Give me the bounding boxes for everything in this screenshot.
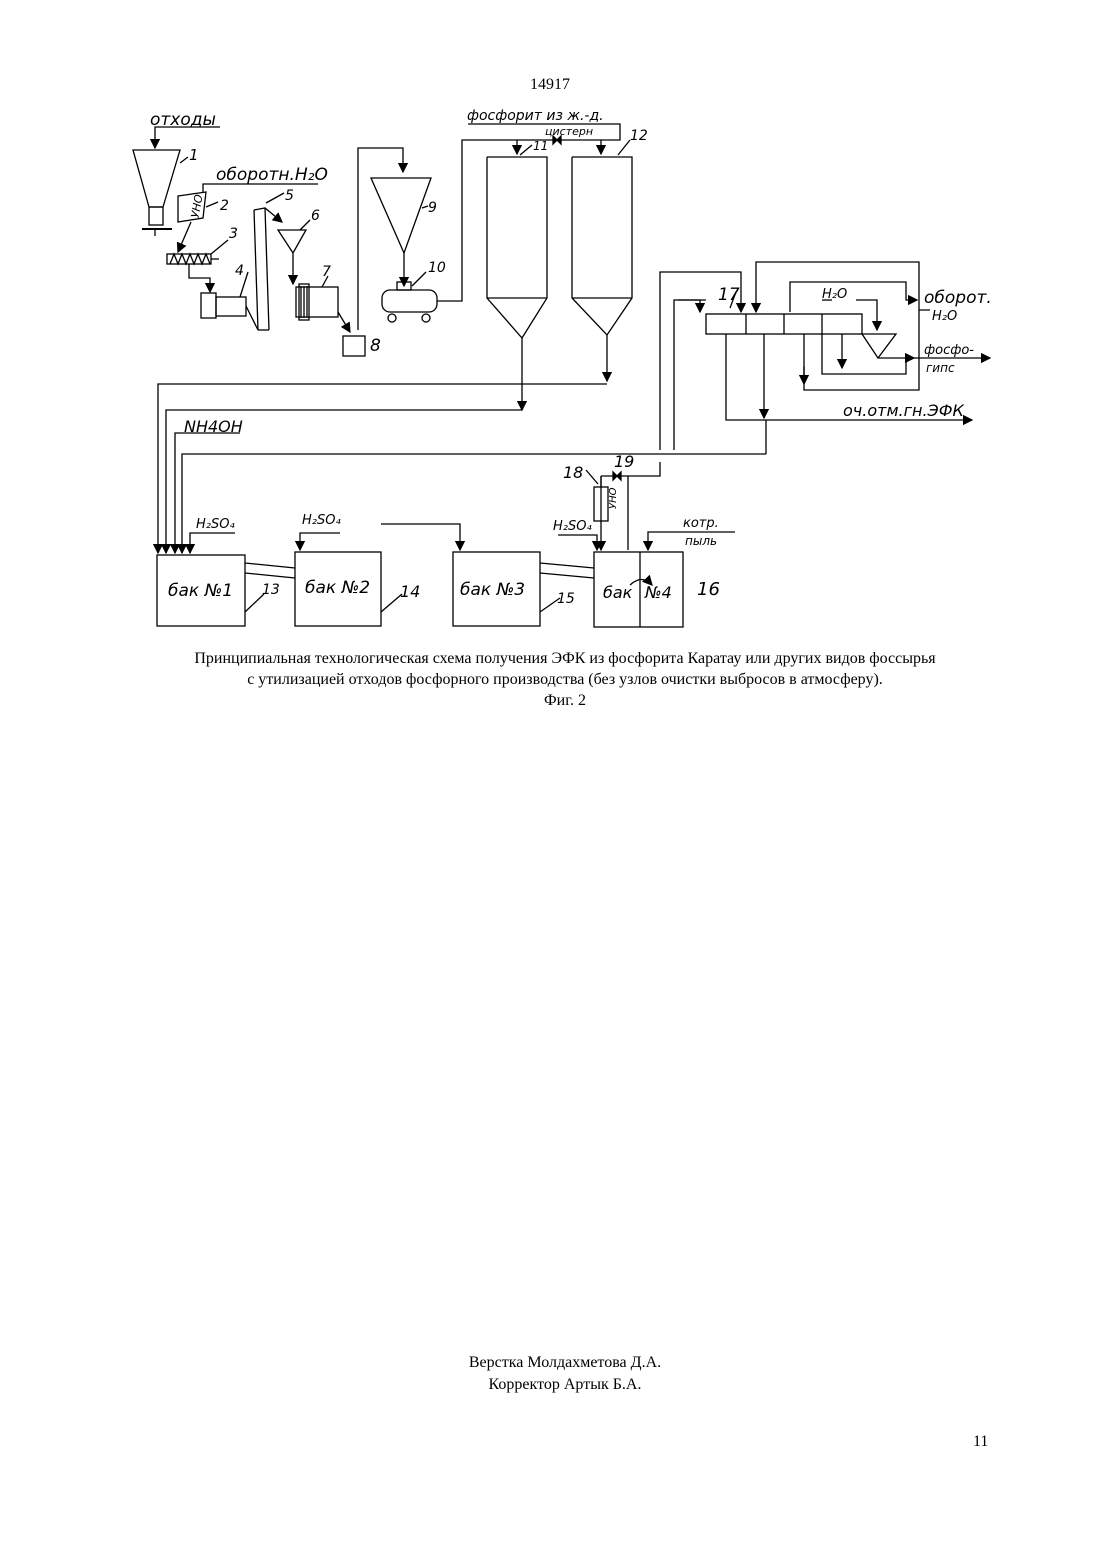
recycle-water-right-label-1: оборот. (924, 288, 992, 308)
dust-label-1: котр. (683, 516, 719, 531)
ammonia-label: NH4OH (184, 417, 243, 436)
tank-2 (295, 524, 460, 626)
num-7: 7 (322, 264, 331, 280)
pipe-3-4 (540, 563, 594, 578)
phosphogypsum-label-2: гипс (926, 361, 955, 375)
num-17: 17 (718, 285, 740, 305)
figure-caption: Принципиальная технологическая схема пол… (120, 648, 1010, 711)
phosphorite-source-label-2: цистерн (545, 125, 593, 138)
phosphogypsum-label-1: фосфо- (924, 343, 974, 358)
screw-conveyor-3 (167, 240, 228, 292)
wagon-10 (382, 140, 517, 322)
num-3: 3 (229, 226, 238, 242)
waste-hopper-1 (133, 127, 220, 236)
caption-line-1: Принципиальная технологическая схема пол… (120, 648, 1010, 669)
caption-line-2: с утилизацией отходов фосфорного произво… (120, 669, 1010, 690)
silo-12 (572, 140, 632, 381)
water-label: H₂O (822, 287, 847, 302)
dust-label-2: пыль (685, 534, 717, 548)
h2so4-label-4: H₂SO₄ (553, 519, 592, 534)
tank-1-label: бак №1 (168, 581, 233, 601)
page-number: 11 (973, 1433, 988, 1451)
waste-label: отходы (150, 110, 216, 130)
num-8: 8 (370, 336, 381, 356)
silo-11 (487, 145, 547, 410)
num-15: 15 (557, 591, 575, 607)
num-14: 14 (400, 582, 420, 601)
num-10: 10 (428, 260, 446, 276)
feed-lines (158, 384, 766, 553)
num-1: 1 (189, 146, 199, 164)
recycle-water-top-label: оборотн.H₂O (216, 165, 328, 185)
box-8 (343, 336, 365, 356)
purified-efk-label: оч.отм.гн.ЭФК (843, 401, 964, 420)
num-4: 4 (235, 263, 244, 279)
h2so4-label-2: H₂SO₄ (302, 513, 341, 528)
num-12: 12 (630, 128, 648, 144)
num-6: 6 (311, 208, 320, 224)
num-18: 18 (563, 463, 583, 482)
proofreader-credit: Корректор Артык Б.А. (0, 1374, 1100, 1396)
process-flow-diagram: отходы 1 оборотн.H₂O УНО 2 3 4 5 (0, 0, 1100, 640)
phosphorite-source-label-1: фосфорит из ж.-д. (467, 108, 604, 124)
hopper-9 (358, 148, 431, 330)
elevator-5 (254, 193, 284, 330)
pipe-1-2 (245, 563, 295, 578)
num-19: 19 (614, 452, 634, 471)
mill-7 (296, 276, 350, 332)
tank-4-label-a: бак (603, 583, 633, 602)
figure-label: Фиг. 2 (120, 690, 1010, 711)
num-11: 11 (533, 139, 548, 153)
num-9: 9 (428, 200, 437, 216)
num-16: 16 (697, 579, 720, 600)
num-5: 5 (285, 188, 294, 204)
uno-18-label: УНО (608, 487, 619, 509)
layout-credit: Верстка Молдахметова Д.А. (0, 1352, 1100, 1374)
num-2: 2 (220, 198, 229, 214)
tank-4-label-b: №4 (644, 583, 672, 602)
tank-3-label: бак №3 (460, 580, 525, 600)
tank-2-label: бак №2 (305, 578, 370, 598)
hopper-6 (278, 220, 310, 284)
recycle-water-right-label-2: H₂O (932, 309, 957, 324)
h2so4-label-1: H₂SO₄ (196, 517, 235, 532)
num-13: 13 (262, 582, 280, 598)
credits: Верстка Молдахметова Д.А. Корректор Арты… (0, 1352, 1100, 1396)
